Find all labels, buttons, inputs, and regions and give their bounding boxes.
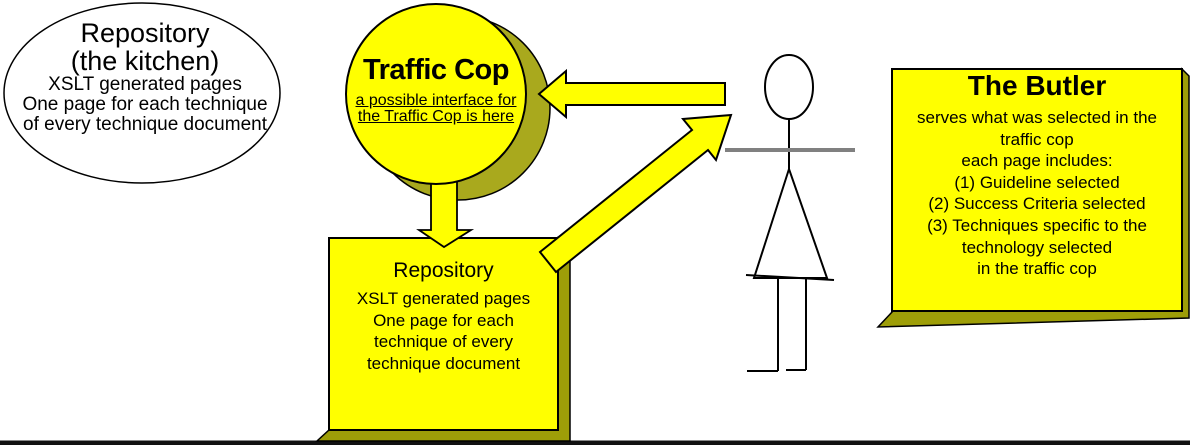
stick-figure-skirt	[752, 165, 829, 279]
kitchen-title: Repository	[80, 18, 210, 48]
traffic-cop-title: Traffic Cop	[363, 54, 509, 86]
butler-body-line: in the traffic cop	[977, 259, 1097, 279]
repository-body: XSLT generated pages One page for each t…	[329, 288, 558, 374]
traffic-cop-circle-shape	[345, 3, 527, 185]
repository-body-line: XSLT generated pages	[356, 289, 531, 308]
kitchen-ellipse-text: Repository (the kitchen) XSLT generated …	[5, 19, 285, 135]
repository-body-line: technique document	[366, 353, 521, 373]
kitchen-ellipse-shape	[3, 2, 281, 184]
butler-body-line: technology selected	[961, 237, 1113, 257]
kitchen-subtitle: (the kitchen)	[70, 46, 220, 76]
butler-body-line: (1) Guideline selected	[954, 172, 1120, 192]
kitchen-body-line: XSLT generated pages	[48, 74, 242, 95]
kitchen-body-line: One page for each technique	[22, 94, 268, 115]
stick-figure-user	[725, 54, 855, 372]
butler-body-line: (3) Techniques specific to the	[927, 215, 1147, 235]
butler-title: The Butler	[967, 70, 1107, 101]
repository-title: Repository	[393, 259, 494, 282]
traffic-cop-link-line[interactable]: a possible interface for	[355, 92, 517, 109]
repository-body-line: One page for each	[373, 310, 514, 330]
arrow-user-to-traffic-cop-icon	[537, 68, 726, 120]
traffic-cop-interface-link[interactable]: a possible interface for the Traffic Cop…	[336, 93, 536, 125]
butler-body-line: (2) Success Criteria selected	[928, 194, 1146, 214]
butler-body-line: serves what was selected in the	[916, 108, 1157, 127]
page-baseline	[0, 440, 1190, 445]
stick-figure-head	[764, 54, 814, 120]
butler-box-shape	[891, 68, 1183, 312]
butler-body: serves what was selected in the traffic …	[892, 107, 1182, 280]
butler-body-line: each page includes:	[961, 151, 1113, 171]
arrow-repository-to-user-icon	[538, 113, 733, 274]
repository-body-line: technique of every	[374, 332, 513, 351]
stick-figure-skirt-hem	[745, 274, 835, 281]
butler-body-line: traffic cop	[1000, 129, 1074, 149]
kitchen-body-line: of every technique document	[23, 114, 267, 135]
traffic-cop-link-line[interactable]: the Traffic Cop is here	[357, 108, 515, 125]
